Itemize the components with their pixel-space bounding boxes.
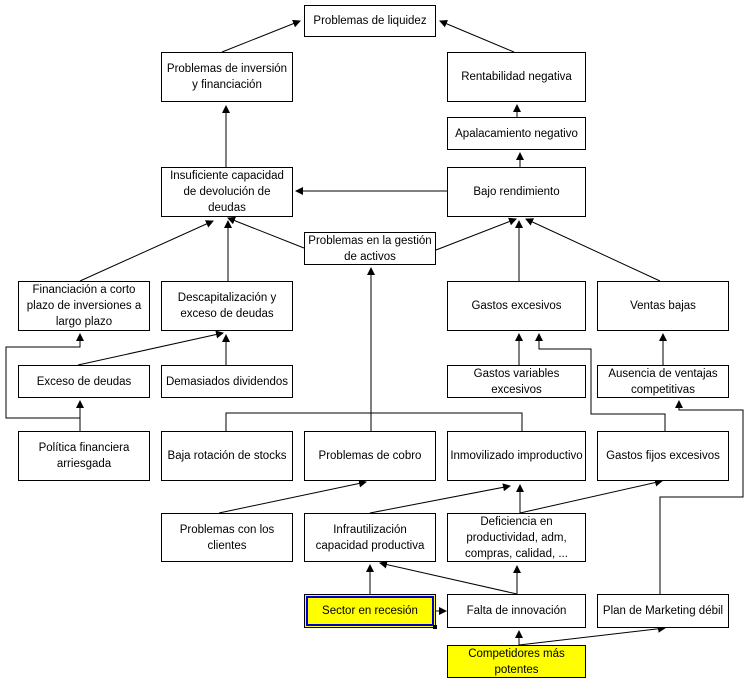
connector-innovacion-to-infrautilizacion[interactable] [379,560,518,595]
node-label: Exceso de deudas [36,375,132,388]
node-ventas-bajas[interactable]: Ventas bajas [597,281,729,331]
connector-gestion_activos-to-insuficiente[interactable] [227,216,305,249]
node-infrautilizacion-capacidad[interactable]: Infrautilización capacidad productiva [304,513,436,562]
node-insuficiente-capacidad-devolucion[interactable]: Insuficiente capacidad de devolución de … [161,167,293,217]
node-label: Plan de Marketing débil [602,605,724,617]
node-rentabilidad-negativa[interactable]: Rentabilidad negativa [447,52,586,102]
node-label: Descapitalización y exceso de deudas [177,292,277,320]
resize-handle[interactable] [433,625,437,629]
node-label: Gastos variables excesivos [473,367,560,396]
node-label: Deficiencia en productividad, adm, compr… [465,515,568,560]
node-plan-marketing-debil[interactable]: Plan de Marketing débil [597,594,729,628]
node-problemas-de-liquidez[interactable]: Problemas de liquidez [304,5,436,37]
node-label: Infrautilización capacidad productiva [315,523,425,552]
connector-gastos_fijos-to-gastos_excesivos[interactable] [535,333,666,431]
node-label: Insuficiente capacidad de devolución de … [170,170,284,214]
node-sector-en-recesion[interactable]: Sector en recesión [304,594,436,628]
node-deficiencia-productividad[interactable]: Deficiencia en productividad, adm, compr… [447,513,586,562]
node-financiacion-corto-plazo[interactable]: Financiación a corto plazo de inversione… [18,281,150,331]
node-gastos-excesivos[interactable]: Gastos excesivos [447,281,586,331]
connector-inmovilizado-to-gestion_activos[interactable] [367,267,523,431]
node-label: Apalacamiento negativo [455,127,578,140]
node-label: Ventas bajas [630,300,696,312]
node-gastos-fijos-excesivos[interactable]: Gastos fijos excesivos [597,431,729,481]
node-label: Problemas en la gestión de activos [308,234,432,263]
connector-financiacion_corto-to-insuficiente[interactable] [79,220,214,282]
node-ausencia-ventajas-competitivas[interactable]: Ausencia de ventajas competitivas [597,365,729,398]
connector-rentabilidad-to-liquidez[interactable] [439,20,515,53]
node-label: Ausencia de ventajas competitivas [608,367,718,396]
node-label: Política financiera arriesgada [38,442,130,470]
node-label: Gastos fijos excesivos [606,450,720,462]
node-label: Gastos excesivos [471,300,562,312]
node-problemas-con-clientes[interactable]: Problemas con los clientes [161,513,293,562]
node-gastos-variables-excesivos[interactable]: Gastos variables excesivos [447,365,586,398]
node-problemas-gestion-activos[interactable]: Problemas en la gestión de activos [304,232,436,265]
node-label: Demasiados dividendos [165,375,289,388]
node-label: Inmovilizado improductivo [450,450,583,462]
node-label: Falta de innovación [466,605,567,617]
node-bajo-rendimiento[interactable]: Bajo rendimiento [447,167,586,217]
node-demasiados-dividendos[interactable]: Demasiados dividendos [161,365,293,398]
node-problemas-inversion-financiacion[interactable]: Problemas de inversión y financiación [161,52,293,102]
node-label: Financiación a corto plazo de inversione… [26,284,142,328]
connector-exceso_deudas-to-descapitalizacion[interactable] [77,330,224,366]
node-descapitalizacion-exceso-deudas[interactable]: Descapitalización y exceso de deudas [161,281,293,331]
node-label: Sector en recesión [322,605,418,617]
node-label: Competidores más potentes [468,647,565,676]
node-inmovilizado-improductivo[interactable]: Inmovilizado improductivo [447,431,586,481]
node-label: Problemas de inversión y financiación [166,63,288,91]
node-label: Problemas con los clientes [179,523,275,552]
node-falta-de-innovacion[interactable]: Falta de innovación [447,594,586,628]
node-baja-rotacion-stocks[interactable]: Baja rotación de stocks [161,431,293,481]
node-label: Baja rotación de stocks [167,450,287,462]
node-label: Problemas de cobro [318,450,422,462]
connector-marketing-to-ausencia_ventajas[interactable] [659,400,744,594]
node-competidores-mas-potentes[interactable]: Competidores más potentes [447,645,586,678]
connector-clientes-to-cobro[interactable] [218,479,367,514]
connector-gestion_activos-to-bajo_rend[interactable] [435,217,517,251]
node-apalancamiento-negativo[interactable]: Apalacamiento negativo [447,117,586,150]
node-politica-financiera-arriesgada[interactable]: Política financiera arriesgada [18,431,150,481]
node-label: Bajo rendimiento [473,186,560,198]
node-label: Rentabilidad negativa [461,71,572,83]
connector-inversion-to-liquidez[interactable] [221,19,301,53]
connector-competidores-to-marketing[interactable] [518,624,666,646]
connector-ventas_bajas-to-bajo_rend[interactable] [525,218,661,282]
node-exceso-de-deudas[interactable]: Exceso de deudas [18,365,150,398]
node-label: Problemas de liquidez [313,15,427,27]
connector-infrautilizacion-to-inmovilizado[interactable] [369,483,511,514]
connector-deficiencia-to-gastos_fijos[interactable] [519,478,663,514]
connector-rotacion-to-gestion_activos[interactable] [225,412,371,431]
node-problemas-de-cobro[interactable]: Problemas de cobro [304,431,436,481]
connector-politica-to-financiacion_corto[interactable] [5,333,84,419]
